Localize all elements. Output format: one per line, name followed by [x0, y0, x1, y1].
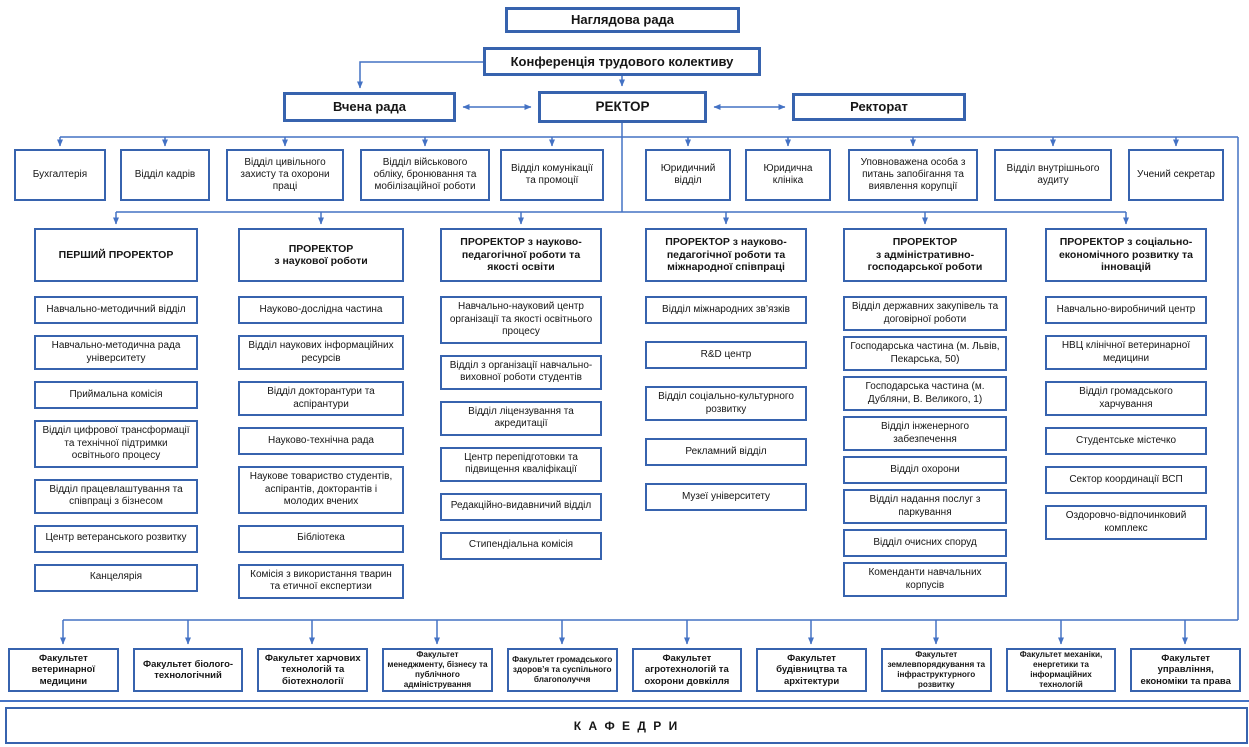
faculties-row: Факультет ветеринарної медицини Факульте… — [8, 648, 1242, 692]
unit-box: Відділ наукових інформаційних ресурсів — [238, 335, 404, 370]
department-box: Відділ комунікації та промоції — [500, 149, 604, 201]
unit-box: Комісія з використання тварин та етичної… — [238, 563, 404, 599]
faculty-box: Факультет будівництва та архітектури — [756, 648, 867, 692]
supervisory-board-box: Наглядова рада — [505, 7, 740, 33]
faculty-box: Факультет механіки, енергетики та інформ… — [1005, 648, 1117, 692]
prorector-units-column: Відділ міжнародних зв’язків R&D центр Ві… — [645, 296, 807, 511]
unit-box: Відділ громадського харчування — [1045, 381, 1207, 416]
faculty-arrows — [0, 619, 1249, 702]
rector-box: РЕКТОР — [538, 91, 707, 123]
department-box: Відділ військового обліку, бронювання та… — [360, 149, 490, 201]
academic-council-box: Вчена рада — [283, 92, 456, 122]
faculty-box: Факультет ветеринарної медицини — [8, 648, 119, 692]
department-box: Уповноважена особа з питань запобігання … — [848, 149, 978, 201]
unit-box: Відділ працевлаштування та співпраці з б… — [34, 478, 198, 514]
prorector-box: ПРОРЕКТОР з наукової роботи — [238, 228, 404, 282]
faculty-box: Факультет біолого-технологічний — [132, 648, 244, 692]
prorector-box: ПРОРЕКТОР з адміністративно-господарсько… — [843, 228, 1007, 282]
prorector-units-column: Науково-дослідна частина Відділ наукових… — [238, 296, 404, 599]
unit-box: Відділ з організації навчально-виховної … — [440, 354, 602, 390]
unit-box: Відділ ліцензування та акредитації — [440, 400, 602, 436]
faculty-box: Факультет землевпорядкування та інфрастр… — [880, 648, 992, 692]
prorector-box: ПРОРЕКТОР з соціально-економічного розви… — [1045, 228, 1207, 282]
unit-box: Відділ соціально-культурного розвитку — [645, 386, 807, 421]
department-box: Відділ кадрів — [120, 149, 210, 201]
unit-box: Центр перепідготовки та підвищення квалі… — [440, 446, 602, 482]
faculty-box: Факультет менеджменту, бізнесу та публіч… — [382, 648, 493, 692]
department-box: Учений секретар — [1128, 149, 1224, 201]
unit-box: Навчально-виробничий центр — [1045, 296, 1207, 324]
department-box: Бухгалтерія — [14, 149, 106, 201]
unit-box: Науково-дослідна частина — [238, 296, 404, 324]
conference-box: Конференція трудового колективу — [483, 47, 761, 76]
unit-box: Відділ міжнародних зв’язків — [645, 296, 807, 324]
department-box: Юридичний відділ — [645, 149, 731, 201]
unit-box: Навчально-науковий центр організації та … — [440, 296, 602, 344]
unit-box: Відділ цифрової трансформації та технічн… — [34, 420, 198, 468]
faculty-box: Факультет управління, економіки та права — [1130, 648, 1242, 692]
prorector-units-column: Навчально-науковий центр організації та … — [440, 296, 602, 560]
unit-box: Відділ надання послуг з паркування — [843, 489, 1007, 524]
rectorate-box: Ректорат — [792, 93, 966, 121]
prorector-box: ПРОРЕКТОР з науково-педагогічної роботи … — [645, 228, 807, 282]
unit-box: Стипендіальна комісія — [440, 531, 602, 560]
unit-box: Навчально-методичний відділ — [34, 296, 198, 324]
unit-box: Господарська частина (м. Дубляни, В. Вел… — [843, 376, 1007, 411]
department-box: Юридична клініка — [745, 149, 831, 201]
prorector-units-column: Навчально-методичний відділ Навчально-ме… — [34, 296, 198, 592]
unit-box: Студентське містечко — [1045, 427, 1207, 455]
unit-box: Відділ охорони — [843, 456, 1007, 484]
unit-box: R&D центр — [645, 341, 807, 369]
unit-box: Науково-технічна рада — [238, 427, 404, 455]
unit-box: Відділ інженерного забезпечення — [843, 416, 1007, 451]
prorector-units-column: Навчально-виробничий центр НВЦ клінічної… — [1045, 296, 1207, 540]
faculty-box: Факультет громадського здоров’я та суспі… — [506, 648, 618, 692]
unit-box: Відділ державних закупівель та договірно… — [843, 296, 1007, 331]
prorector-arrows — [113, 211, 1129, 225]
kafedry-bar: К А Ф Е Д Р И — [5, 707, 1248, 744]
unit-box: Бібліотека — [238, 524, 404, 553]
unit-box: Відділ очисних споруд — [843, 529, 1007, 557]
faculty-box: Факультет агротехнологій та охорони довк… — [631, 648, 743, 692]
unit-box: Господарська частина (м. Львів, Пекарськ… — [843, 336, 1007, 371]
prorector-box: ПЕРШИЙ ПРОРЕКТОР — [34, 228, 198, 282]
faculty-box: Факультет харчових технологій та біотехн… — [257, 648, 369, 692]
unit-box: Навчально-методична рада університету — [34, 335, 198, 370]
department-box: Відділ цивільного захисту та охорони пра… — [226, 149, 344, 201]
unit-box: Наукове товариство студентів, аспірантів… — [238, 466, 404, 514]
department-arrows — [57, 136, 1239, 620]
unit-box: Відділ докторантури та аспірантури — [238, 381, 404, 416]
unit-box: Музеї університету — [645, 483, 807, 511]
unit-box: Сектор координації ВСП — [1045, 466, 1207, 494]
unit-box: Оздоровчо-відпочинковий комплекс — [1045, 505, 1207, 540]
unit-box: НВЦ клінічної ветеринарної медицини — [1045, 335, 1207, 370]
unit-box: Приймальна комісія — [34, 381, 198, 409]
top-connectors — [357, 61, 786, 212]
unit-box: Рекламний відділ — [645, 438, 807, 466]
prorector-units-column: Відділ державних закупівель та договірно… — [843, 296, 1007, 597]
department-box: Відділ внутрішнього аудиту — [994, 149, 1112, 201]
unit-box: Редакційно-видавничий відділ — [440, 492, 602, 521]
unit-box: Центр ветеранського розвитку — [34, 524, 198, 553]
unit-box: Коменданти навчальних корпусів — [843, 562, 1007, 597]
unit-box: Канцелярія — [34, 563, 198, 592]
prorector-box: ПРОРЕКТОР з науково-педагогічної роботи … — [440, 228, 602, 282]
